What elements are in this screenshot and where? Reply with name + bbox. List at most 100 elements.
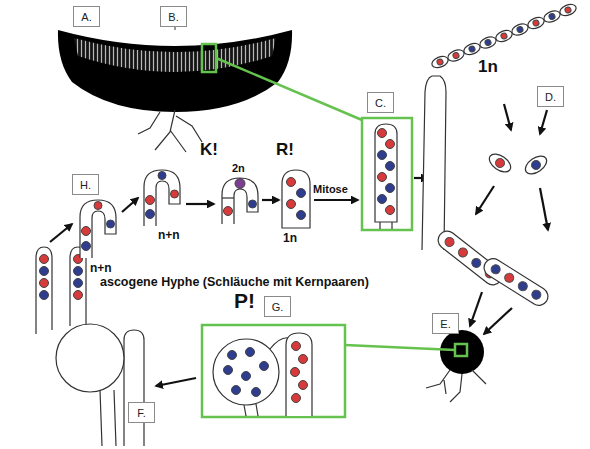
spore (462, 41, 482, 57)
zoom-frame (202, 325, 345, 417)
letter-box: C. (367, 92, 394, 113)
diagram-label: n+n (90, 262, 112, 274)
spore (430, 54, 450, 70)
nucleus (82, 227, 91, 236)
spore (486, 150, 514, 175)
nucleus (40, 255, 49, 264)
spore (558, 2, 578, 18)
panel-letter: G. (272, 301, 284, 313)
cycle-arrow (262, 199, 279, 201)
nucleus (82, 242, 91, 251)
nucleus (299, 381, 308, 390)
zoom-frame (362, 118, 412, 230)
nucleus (436, 58, 444, 66)
nucleus (297, 211, 306, 220)
letter-box: A. (73, 6, 100, 27)
cycle-arrow (122, 198, 138, 212)
cycle-arrow (540, 110, 547, 134)
nucleus (107, 220, 115, 228)
nucleus (228, 351, 237, 360)
nucleus (291, 368, 300, 377)
nucleus (299, 355, 308, 364)
nucleus (74, 267, 83, 276)
ascus-wall (422, 76, 446, 250)
nucleus (378, 129, 387, 138)
nucleus (40, 291, 49, 300)
cycle-arrow (504, 104, 511, 130)
nucleus (500, 32, 508, 40)
nucleus (386, 184, 395, 193)
ascogonium (213, 339, 279, 405)
nucleus (378, 151, 387, 160)
nucleus (74, 291, 83, 300)
spore (522, 152, 550, 177)
diagram-label: ascogene Hyphe (Schläuche mit Kernpaaren… (100, 276, 369, 289)
diagram-label: 1n (478, 58, 498, 75)
letter-box: E. (432, 313, 459, 334)
diagram-label: 2n (232, 163, 245, 174)
nucleus (297, 189, 306, 198)
nucleus (249, 200, 257, 208)
ascogonium (56, 324, 124, 392)
nucleus (443, 236, 456, 249)
nucleus (378, 195, 387, 204)
nucleus (468, 45, 476, 53)
nucleus (457, 246, 470, 259)
diagram-label: 1n (283, 232, 297, 244)
spore (542, 9, 562, 25)
zoom-line (216, 58, 362, 120)
nucleus (386, 140, 395, 149)
diagram-label: n+n (158, 229, 180, 241)
cycle-arrow (484, 308, 512, 334)
ascus-wall (282, 170, 310, 228)
spore-wall (486, 150, 514, 175)
nucleus (224, 207, 233, 216)
nucleus (484, 39, 492, 47)
nucleus (246, 348, 255, 357)
nucleus (287, 200, 296, 209)
zoom-frame (455, 344, 467, 356)
spore-wall (510, 22, 530, 38)
cycle-arrow (314, 199, 358, 201)
spore (494, 28, 514, 44)
nucleus (224, 366, 233, 375)
spore-wall (522, 152, 550, 177)
nucleus (94, 202, 102, 210)
spore (510, 22, 530, 38)
cycle-arrow (476, 186, 494, 214)
crozier (222, 178, 258, 224)
panel-letter: B. (168, 11, 178, 23)
nucleus (252, 388, 261, 397)
letter-box: G. (264, 296, 291, 317)
apothecium-roots (138, 110, 202, 152)
antheridium (286, 333, 312, 416)
nucleus (242, 372, 251, 381)
zoom-line (345, 345, 455, 350)
nucleus (171, 190, 179, 198)
primordium-roots (426, 370, 486, 402)
apothecium-cup (58, 30, 292, 112)
diagram-label: R! (276, 141, 294, 158)
letter-box: B. (160, 6, 187, 27)
hymenium (74, 38, 276, 72)
spore (478, 35, 498, 51)
spore-wall (462, 41, 482, 57)
ascogonium-stalk (100, 390, 116, 446)
hypha-hook (222, 178, 258, 224)
nucleus (146, 210, 155, 219)
cycle-arrow (156, 378, 196, 386)
panel-letter: H. (80, 179, 91, 191)
hypha-hook (144, 170, 180, 226)
nucleus (494, 157, 507, 170)
spore-wall (478, 35, 498, 51)
nucleus (260, 362, 269, 371)
nucleus (232, 386, 241, 395)
hypha-hook (80, 200, 116, 258)
young-ascus (282, 170, 310, 228)
panel-letter: C. (375, 97, 386, 109)
nucleus (503, 272, 515, 284)
diagram-label: Mitose (313, 184, 348, 195)
nucleus (146, 196, 155, 205)
nucleus (378, 173, 387, 182)
